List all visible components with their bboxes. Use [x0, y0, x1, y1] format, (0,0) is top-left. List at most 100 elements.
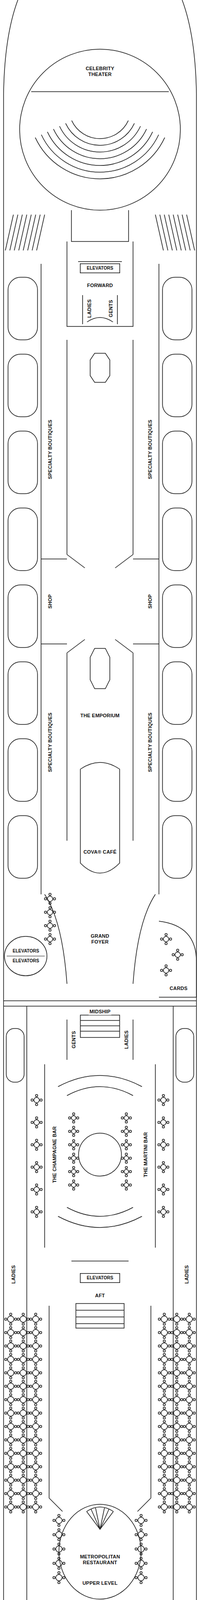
chair	[162, 1092, 165, 1096]
chair	[166, 1097, 170, 1100]
window	[162, 660, 192, 724]
chair	[34, 1404, 38, 1408]
chair	[193, 1356, 196, 1359]
chair	[181, 952, 184, 955]
lounge-bars	[44, 1062, 156, 1246]
chair	[175, 1485, 179, 1488]
table	[7, 1340, 14, 1347]
window	[8, 583, 38, 647]
chair	[193, 1476, 196, 1480]
chair	[180, 1463, 184, 1466]
chair	[160, 936, 163, 939]
chair	[188, 1428, 191, 1431]
chair	[162, 1115, 165, 1118]
chair	[163, 1481, 166, 1484]
chair	[163, 1391, 166, 1394]
table	[173, 1447, 180, 1455]
table	[137, 1514, 145, 1521]
chair	[125, 1186, 128, 1189]
table	[186, 1447, 193, 1455]
chair	[163, 1347, 166, 1350]
chair	[35, 1124, 38, 1127]
elevator-label: ELEVATORS	[86, 265, 113, 271]
chair	[188, 1404, 191, 1408]
table	[161, 1434, 168, 1441]
table	[186, 1340, 193, 1347]
chair	[158, 1503, 161, 1506]
area-name: MIDSHIP	[88, 1006, 112, 1014]
chair	[180, 1503, 184, 1506]
chair	[17, 1316, 20, 1319]
chair	[166, 1164, 170, 1167]
chair	[175, 1404, 179, 1408]
table	[186, 1501, 193, 1508]
chair	[34, 1324, 38, 1327]
chair	[188, 1347, 191, 1350]
hatch-line	[177, 214, 186, 250]
chair	[121, 1115, 124, 1118]
chair	[9, 1468, 13, 1471]
table	[7, 1367, 14, 1374]
table	[7, 1407, 14, 1414]
window	[162, 276, 192, 340]
chair	[72, 1151, 75, 1154]
table	[32, 1447, 39, 1455]
chair	[166, 1208, 170, 1212]
chair	[9, 1428, 13, 1431]
chair	[158, 1450, 161, 1453]
theater-outline	[19, 49, 181, 210]
chair	[72, 1111, 75, 1114]
table	[160, 1207, 167, 1213]
chair	[158, 1463, 161, 1466]
table	[173, 1407, 180, 1414]
chair	[39, 1450, 42, 1453]
table	[7, 1394, 14, 1401]
chair	[9, 1391, 13, 1394]
chair	[14, 1436, 17, 1439]
chair	[22, 1468, 25, 1471]
chair	[22, 1445, 25, 1448]
window	[175, 1026, 194, 1081]
table	[32, 1461, 39, 1468]
chair	[62, 1559, 66, 1563]
chair	[168, 1423, 171, 1426]
chair	[188, 1387, 191, 1391]
table	[161, 1474, 168, 1481]
table	[173, 1340, 180, 1347]
midship-stairs	[66, 1013, 134, 1059]
chair	[158, 1141, 161, 1145]
chair	[4, 1450, 8, 1453]
room-name: SHOP	[46, 592, 54, 609]
chair	[44, 896, 47, 899]
table	[186, 1407, 193, 1414]
chair	[14, 1450, 17, 1453]
chair	[158, 1490, 161, 1493]
chair	[4, 1463, 8, 1466]
chair	[39, 1503, 42, 1506]
chair	[145, 1516, 148, 1520]
chair	[172, 952, 175, 955]
chair	[162, 1124, 165, 1127]
chair	[170, 1356, 174, 1359]
hatch-line	[5, 214, 14, 250]
chair	[188, 1454, 191, 1458]
chair	[22, 1481, 25, 1484]
table	[20, 1340, 27, 1347]
hatch-line	[23, 214, 32, 250]
chair	[175, 1495, 179, 1498]
chair	[163, 1445, 166, 1448]
chair	[165, 963, 168, 966]
chair	[135, 1516, 138, 1520]
table	[163, 966, 169, 972]
elevator-label: ELEVATORS	[86, 1273, 113, 1279]
chair	[193, 1423, 196, 1426]
chair	[129, 1168, 132, 1171]
chair	[31, 1186, 34, 1189]
chair	[39, 1490, 42, 1493]
chair	[14, 1356, 17, 1359]
chair	[22, 1418, 25, 1421]
chair	[9, 1387, 13, 1391]
chair	[170, 1490, 174, 1493]
chair	[29, 1316, 33, 1319]
chair	[14, 1316, 17, 1319]
